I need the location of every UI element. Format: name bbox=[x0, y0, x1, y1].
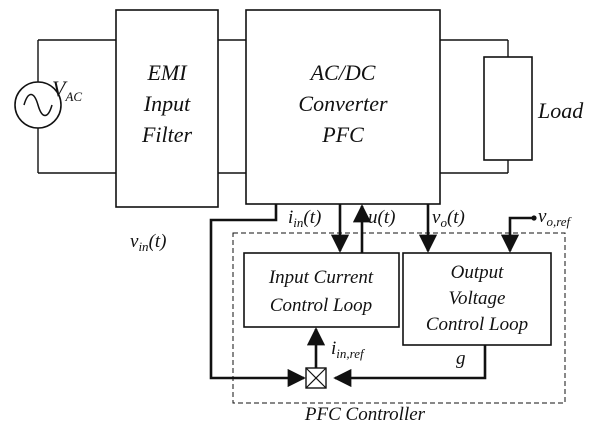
emi-label-2: Input bbox=[143, 91, 191, 116]
output-loop-label-1: Output bbox=[451, 262, 505, 283]
converter-label-1: AC/DC bbox=[309, 60, 376, 85]
output-loop-label-3: Control Loop bbox=[426, 314, 528, 335]
iin-label: iin(t) bbox=[288, 207, 321, 230]
emi-filter-block: EMI Input Filter bbox=[115, 9, 219, 208]
vin-signal-path bbox=[209, 204, 306, 388]
voref-label: vo,ref bbox=[538, 206, 573, 229]
g-signal-path bbox=[333, 345, 487, 388]
g-label: g bbox=[456, 348, 466, 369]
output-voltage-loop-block: Output Voltage Control Loop bbox=[402, 252, 552, 346]
load-block: Load bbox=[483, 56, 584, 161]
emi-label-3: Filter bbox=[141, 122, 193, 147]
sine-wave-icon bbox=[23, 93, 53, 117]
converter-label-2: Converter bbox=[298, 91, 388, 116]
vo-label: vo(t) bbox=[432, 207, 465, 230]
source-label: VAC bbox=[52, 76, 82, 104]
ac-source: VAC bbox=[14, 40, 82, 173]
input-loop-label-2: Control Loop bbox=[270, 295, 372, 316]
iinref-label: iin,ref bbox=[331, 338, 366, 361]
converter-label-3: PFC bbox=[321, 122, 364, 147]
pfc-controller-boundary bbox=[232, 232, 566, 404]
converter-block: AC/DC Converter PFC bbox=[245, 9, 441, 205]
output-loop-label-2: Voltage bbox=[449, 288, 506, 309]
pfc-controller-label: PFC Controller bbox=[304, 404, 426, 425]
input-loop-label-1: Input Current bbox=[268, 267, 374, 288]
vin-label: vin(t) bbox=[130, 231, 167, 254]
load-label: Load bbox=[537, 98, 584, 123]
input-current-loop-block: Input Current Control Loop bbox=[243, 252, 400, 328]
emi-label-1: EMI bbox=[146, 60, 188, 85]
voref-signal-path bbox=[500, 216, 534, 253]
u-label: u(t) bbox=[368, 207, 395, 228]
multiplier-icon bbox=[305, 367, 327, 389]
